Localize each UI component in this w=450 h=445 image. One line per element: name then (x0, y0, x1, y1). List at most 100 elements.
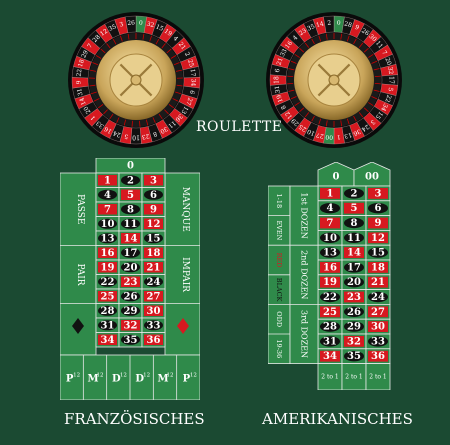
wheel-number: 32 (146, 20, 155, 29)
wheel-fret (97, 104, 104, 109)
number-fill (344, 351, 364, 362)
wheel-number: 12 (284, 110, 294, 120)
number-fill (121, 233, 140, 244)
number-fill (144, 175, 163, 186)
wheel-number: 5 (386, 87, 394, 92)
dozen-label: 2nd DOZEN (300, 250, 309, 299)
number-label: 27 (147, 291, 161, 302)
wheel-fret (92, 62, 99, 66)
wheel-number: 18 (77, 58, 86, 68)
number-fill (121, 276, 140, 287)
number-fill (98, 175, 117, 186)
number-label: 13 (323, 248, 337, 259)
wheel-fret (363, 107, 369, 113)
number-label: 2 (127, 175, 134, 186)
number-fill (368, 262, 388, 273)
wheel-fret (131, 120, 133, 127)
number-label: 7 (327, 218, 334, 229)
dozen-label: M (87, 374, 98, 385)
number-label: 30 (147, 306, 161, 317)
wheel-number: 15 (374, 110, 384, 120)
wheel-fret (294, 53, 300, 58)
wheel-fret (318, 35, 322, 42)
number-label: 6 (375, 203, 382, 214)
wheel-number: 35 (108, 23, 118, 33)
number-fill (121, 189, 140, 200)
column-bet-label: 2 to 1 (345, 373, 362, 380)
number-label: 13 (101, 233, 115, 244)
wheel-number: 17 (388, 76, 395, 84)
wheel-number: 14 (78, 96, 87, 106)
number-label: 31 (323, 336, 337, 347)
wheel-fret (318, 118, 322, 125)
wheel-number: 10 (132, 134, 140, 141)
number-fill (144, 262, 163, 273)
wheel-fret (290, 60, 297, 64)
wheel-fret (93, 98, 100, 102)
wheel-fret (100, 48, 106, 54)
number-fill (344, 202, 364, 214)
wheel-fret (116, 117, 120, 123)
wheel-number: 19 (275, 94, 284, 104)
zero-label: 0 (127, 161, 134, 172)
number-fill (144, 305, 163, 316)
wheel-pocket (125, 15, 137, 33)
number-fill (320, 291, 340, 303)
wheel-fret (175, 69, 183, 72)
number-label: 6 (150, 190, 157, 201)
wheel-number: 3 (119, 21, 125, 29)
number-fill (98, 189, 117, 200)
number-label: 19 (101, 262, 115, 273)
number-label: 4 (104, 190, 111, 201)
number-label: 31 (101, 320, 115, 331)
wheel-number: 4 (292, 34, 300, 42)
column-bet-cell (317, 363, 343, 390)
wheel-fret (106, 43, 111, 49)
wheel-fret (119, 35, 123, 42)
wheel-fret (325, 120, 328, 127)
wheel-fret (152, 117, 156, 123)
number-label: 10 (323, 233, 337, 244)
wheel-fret (346, 35, 350, 42)
dozen-superscript: 12 (190, 373, 197, 379)
number-fill (98, 247, 117, 258)
outer-bet-label: RED (275, 253, 283, 268)
wheel-fret (368, 53, 374, 58)
dozen-label: P (66, 374, 74, 385)
dozen-superscript: 12 (73, 373, 80, 379)
number-label: 27 (371, 307, 385, 318)
outer-bet-label: EVEN (275, 220, 283, 240)
number-label: 10 (101, 219, 115, 230)
wheel-number: 34 (379, 102, 389, 112)
number-fill (98, 218, 117, 229)
wheel-number: 11 (167, 119, 177, 129)
number-label: 12 (147, 219, 161, 230)
number-label: 5 (351, 203, 358, 214)
wheel-number: 36 (352, 127, 362, 137)
number-fill (344, 262, 364, 273)
wheel-number: 36 (174, 112, 184, 122)
number-fill (144, 291, 163, 302)
outer-bet-label: BLACK (275, 278, 283, 302)
wheel-fret (371, 96, 378, 100)
number-fill (320, 350, 340, 362)
number-fill (320, 336, 340, 347)
number-label: 19 (323, 277, 337, 288)
wheel-number: 30 (159, 125, 169, 135)
number-label: 9 (375, 218, 382, 229)
wheel-number: 35 (306, 23, 316, 33)
wheel-fret (175, 91, 182, 95)
number-fill (368, 350, 388, 362)
wheel-number: 20 (82, 105, 92, 115)
wheel-fret (371, 60, 378, 64)
wheel-fret (325, 33, 328, 40)
number-fill (144, 218, 163, 229)
number-fill (144, 334, 163, 345)
number-label: 36 (371, 351, 385, 362)
wheel-number: 17 (189, 69, 197, 78)
wheel-fret (358, 42, 364, 48)
wheel-number: 27 (184, 96, 193, 106)
number-fill (320, 306, 340, 318)
wheel-number: 18 (274, 76, 281, 84)
